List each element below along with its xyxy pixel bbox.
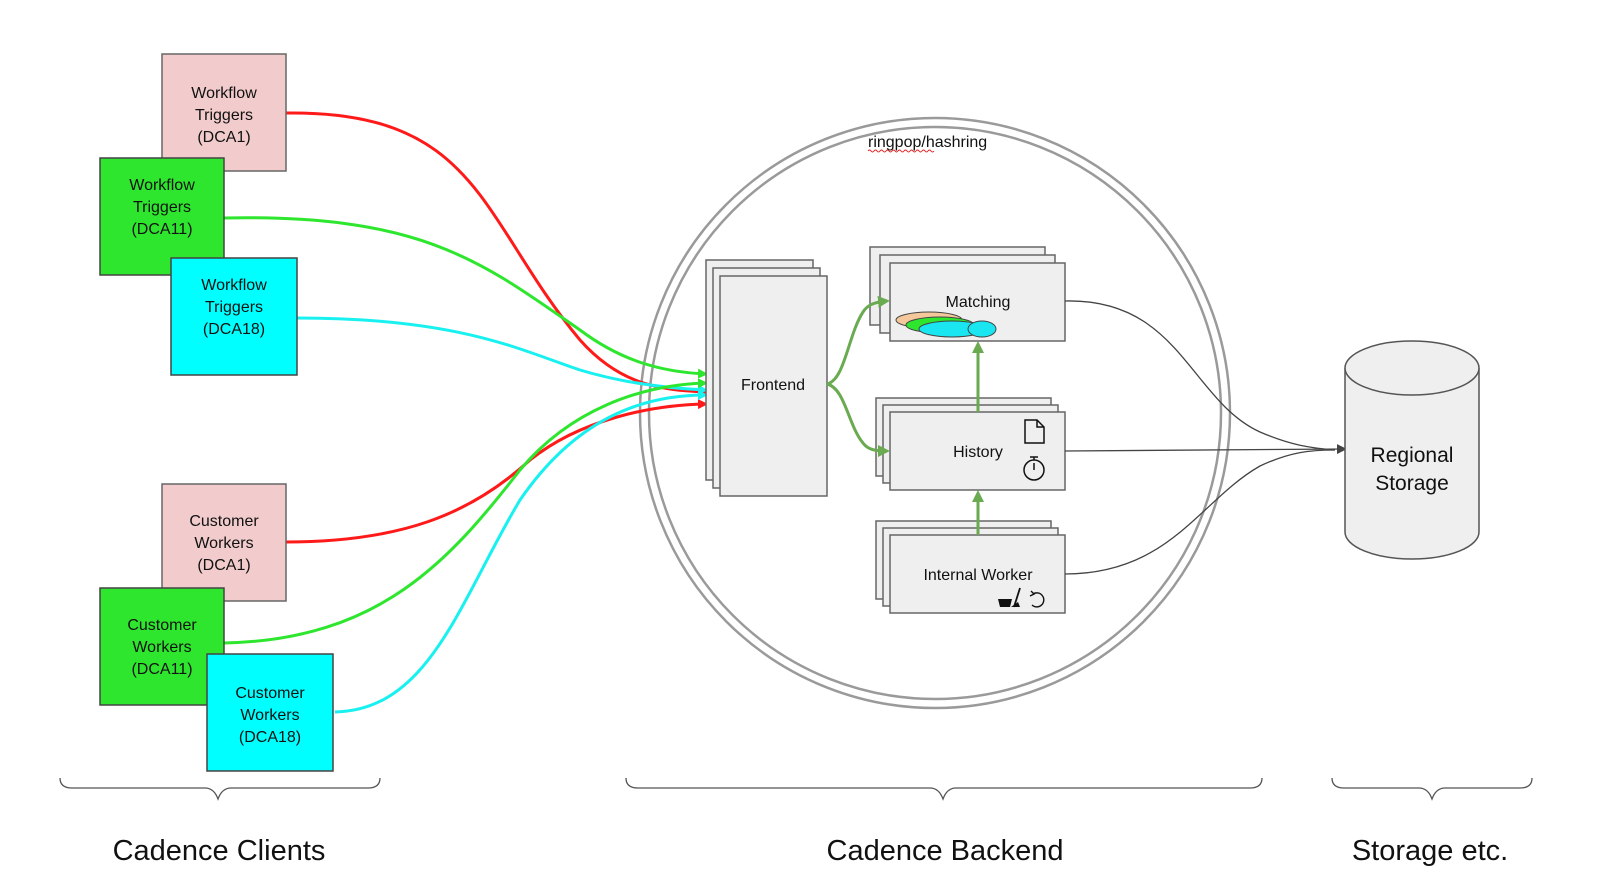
backend-brace [625,777,1263,801]
document-icon [1024,419,1045,444]
frontend-service: Frontend [705,259,828,497]
history-service: History [875,397,1066,491]
cw-dca1-connection [284,399,708,544]
history-label: History [953,444,1003,461]
box-label: (DCA1) [197,557,250,574]
box-label: Workflow [191,85,257,102]
frontend-to-history-arrow [826,382,890,457]
task-queue-icon [895,311,997,338]
customer-workers-dca18: Customer Workers (DCA18) [206,653,334,772]
workflow-triggers-dca11: Workflow Triggers (DCA11) [99,157,225,276]
box-label: Workflow [201,277,267,294]
internal-worker-service: Internal Worker [875,520,1066,614]
wt-dca18-connection [296,316,708,395]
customer-worker-boxes: Customer Workers (DCA1) Customer Workers… [99,483,334,772]
storage-brace [1331,777,1533,801]
frontend-label: Frontend [741,377,805,394]
box-label: Workflow [129,177,195,194]
box-label: (DCA11) [131,661,192,678]
internal-connections [826,295,984,535]
spellcheck-underline [867,149,935,153]
box-label: Triggers [205,299,263,316]
box-label: Customer [127,617,197,634]
stopwatch-icon [1023,456,1045,481]
refresh-icon [1029,590,1045,608]
matching-label: Matching [946,294,1011,311]
matching-service: Matching [869,246,1066,342]
customer-workers-dca1: Customer Workers (DCA1) [161,483,287,602]
worker-to-storage-line [1064,449,1336,575]
section-label-clients: Cadence Clients [113,835,326,867]
box-label: Workers [240,707,299,724]
section-label-backend: Cadence Backend [827,835,1064,867]
internal-worker-label: Internal Worker [923,567,1033,584]
section-braces [59,777,1533,801]
frontend-to-matching-arrow [826,295,890,386]
box-label: (DCA11) [131,221,192,238]
matching-to-storage-line [1064,300,1336,451]
box-label: (DCA18) [203,321,265,338]
broom-icon [998,587,1021,608]
hashring: ringpop/hashring [638,116,1232,710]
box-label: Workers [194,535,253,552]
storage-connections [1064,300,1347,575]
workflow-trigger-boxes: Workflow Triggers (DCA1) Workflow Trigge… [99,53,298,376]
box-label: Triggers [133,199,191,216]
box-label: Customer [189,513,259,530]
storage-label-line1: Regional [1371,444,1454,467]
box-label: Workers [132,639,191,656]
box-label: Customer [235,685,305,702]
wt-dca1-connection [284,111,708,397]
wt-dca11-connection [223,216,708,379]
section-label-storage: Storage etc. [1352,835,1508,867]
storage-label-line2: Storage [1375,472,1449,495]
box-label: (DCA18) [239,729,301,746]
hashring-label: ringpop/hashring [868,134,987,151]
box-label: Triggers [195,107,253,124]
client-connections [223,111,708,714]
workflow-triggers-dca18: Workflow Triggers (DCA18) [170,257,298,376]
box-label: (DCA1) [197,129,250,146]
history-to-storage-line [1064,444,1347,455]
cw-dca11-connection [223,378,708,645]
clients-brace [59,777,381,801]
workflow-triggers-dca1: Workflow Triggers (DCA1) [161,53,287,172]
cw-dca18-connection [334,390,708,714]
customer-workers-dca11: Customer Workers (DCA11) [99,587,225,706]
regional-storage-cylinder: Regional Storage [1344,340,1480,560]
